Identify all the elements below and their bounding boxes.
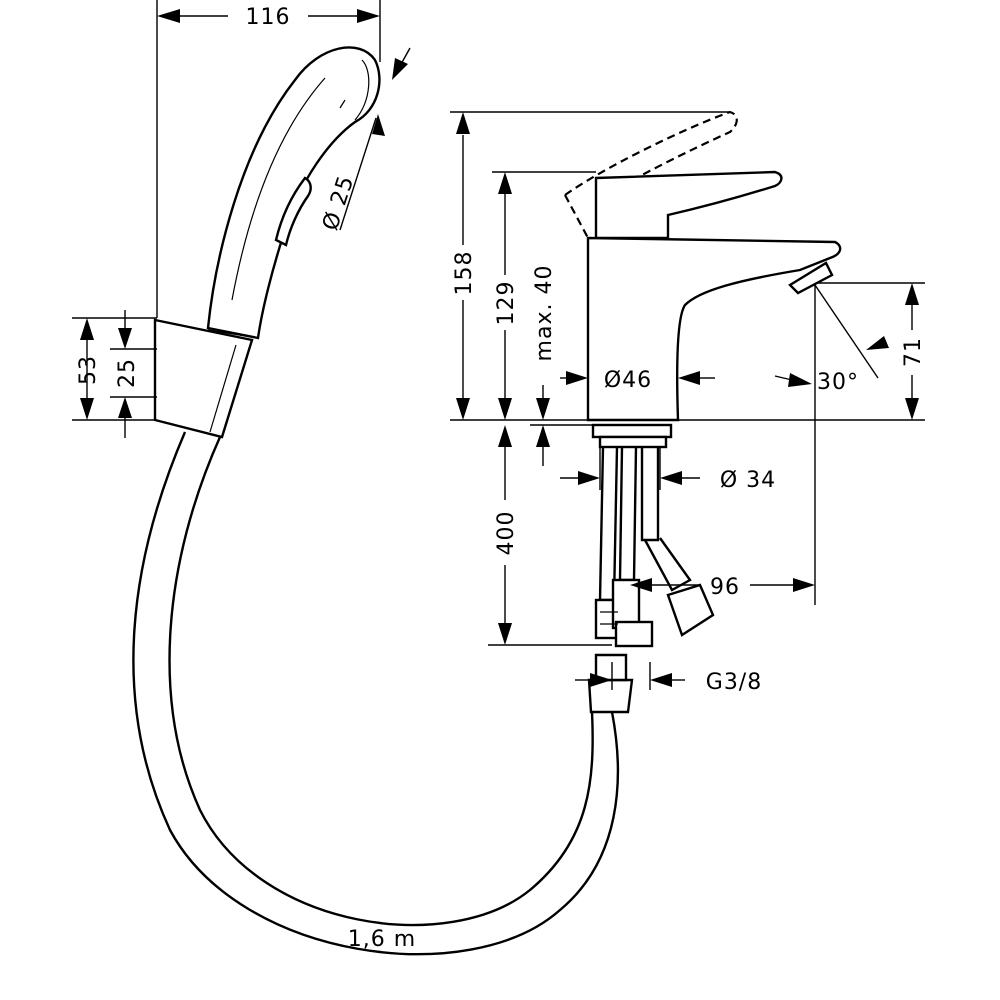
- label-116: 116: [246, 5, 291, 30]
- label-25: 25: [115, 358, 140, 388]
- supply-hoses: [594, 446, 715, 648]
- hand-shower: [206, 46, 381, 340]
- label-max-40: max. 40: [532, 265, 557, 362]
- label-158: 158: [452, 251, 477, 296]
- label-96: 96: [710, 575, 740, 600]
- dimension-lines: [72, 0, 925, 690]
- label-129: 129: [494, 281, 519, 326]
- label-diameter-46: Ø46: [604, 368, 652, 393]
- label-71: 71: [901, 337, 926, 367]
- hose: [132, 431, 634, 956]
- label-400: 400: [494, 511, 519, 556]
- faucet: [564, 110, 842, 449]
- label-hose-length: 1,6 m: [348, 927, 416, 952]
- label-30-degrees: 30°: [817, 370, 859, 395]
- label-diameter-34: Ø 34: [720, 468, 776, 493]
- shower-holder: [153, 318, 259, 439]
- label-g3-8: G3/8: [706, 670, 762, 695]
- label-diameter-25: Ø 25: [318, 172, 359, 233]
- label-53: 53: [76, 355, 101, 385]
